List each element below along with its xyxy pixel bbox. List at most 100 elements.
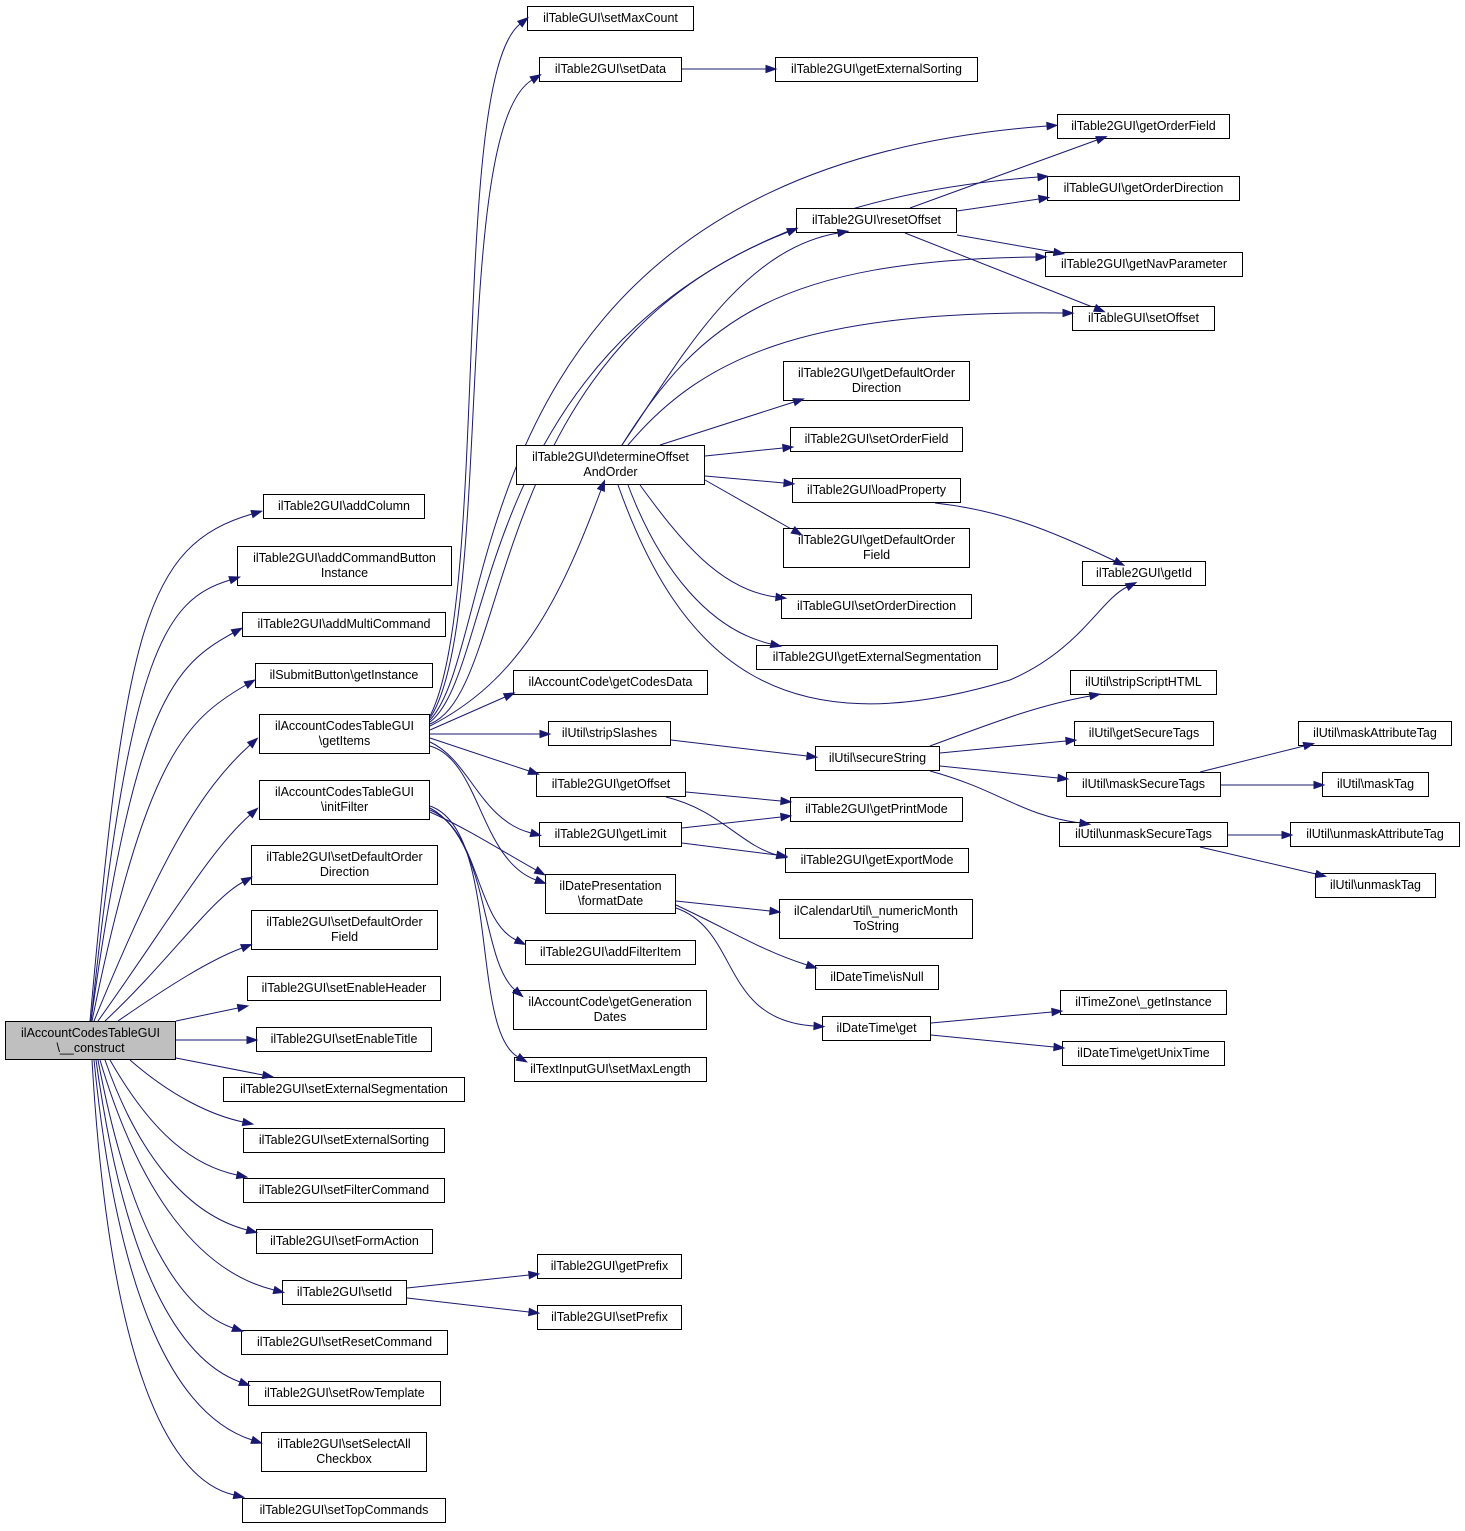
node-mask-attr-tag[interactable]: ilUtil\maskAttributeTag xyxy=(1298,721,1452,746)
node-label-line: ToString xyxy=(853,919,899,933)
node-get-limit[interactable]: ilTable2GUI\getLimit xyxy=(539,822,682,847)
node-label-line: ilTable2GUI\getLimit xyxy=(554,827,667,841)
edge-root-to-addColumn xyxy=(89,513,253,1022)
node-get-ext-seg[interactable]: ilTable2GUI\getExternalSegmentation xyxy=(756,645,998,670)
arrowhead-resetOffset-to-getOrderDir xyxy=(1037,194,1051,204)
edge-root-to-setResetCmd xyxy=(97,1059,234,1329)
node-label-line: ilTable2GUI\setExternalSorting xyxy=(258,1133,430,1147)
node-mask-sec-tags[interactable]: ilUtil\maskSecureTags xyxy=(1066,772,1221,797)
node-label-line: ilUtil\unmaskAttributeTag xyxy=(1306,827,1444,841)
node-label-line: \getItems xyxy=(318,734,371,748)
node-set-filter-cmd[interactable]: ilTable2GUI\setFilterCommand xyxy=(243,1178,445,1203)
edge-detOffset-to-setOrderDir xyxy=(639,484,777,598)
edge-root-to-setTopCmds xyxy=(91,1059,235,1496)
node-label-line: ilTableGUI\setOrderDirection xyxy=(796,599,957,613)
node-get-prefix[interactable]: ilTable2GUI\getPrefix xyxy=(537,1254,682,1279)
node-get-sec-tags[interactable]: ilUtil\getSecureTags xyxy=(1074,721,1214,746)
node-root[interactable]: ilAccountCodesTableGUI\__construct xyxy=(5,1021,176,1060)
edge-detOffset-to-setOffset xyxy=(627,312,1064,446)
node-get-unix-time[interactable]: ilDateTime\getUnixTime xyxy=(1062,1041,1225,1066)
node-label-line: ilTable2GUI\setPrefix xyxy=(551,1310,668,1324)
edge-root-to-setDefDir xyxy=(104,881,244,1022)
node-submit-get-inst[interactable]: ilSubmitButton\getInstance xyxy=(255,663,433,688)
node-label-line: ilTable2GUI\setData xyxy=(554,62,667,76)
node-get-order-field[interactable]: ilTable2GUI\getOrderField xyxy=(1057,114,1230,139)
arrowhead-root-to-setEnHeader xyxy=(236,1003,250,1013)
node-unmask-tag[interactable]: ilUtil\unmaskTag xyxy=(1315,873,1436,898)
node-tz-get-inst[interactable]: ilTimeZone\_getInstance xyxy=(1060,990,1227,1015)
node-is-null[interactable]: ilDateTime\isNull xyxy=(815,965,939,990)
node-set-en-title[interactable]: ilTable2GUI\setEnableTitle xyxy=(256,1027,432,1052)
node-set-max-len[interactable]: ilTextInputGUI\setMaxLength xyxy=(514,1057,707,1082)
edge-initFilter-to-getGenDates xyxy=(429,807,516,991)
node-get-ext-sort[interactable]: ilTable2GUI\getExternalSorting xyxy=(775,57,978,82)
node-label-line: ilDateTime\get xyxy=(836,1021,917,1035)
node-get-print-mode[interactable]: ilTable2GUI\getPrintMode xyxy=(790,797,963,822)
edge-root-to-setExtSeg xyxy=(175,1057,264,1076)
arrowhead-getItems-to-getOffset xyxy=(527,766,540,775)
node-add-filter-item[interactable]: ilTable2GUI\addFilterItem xyxy=(525,940,696,965)
edge-setId-to-setPrefix xyxy=(406,1297,530,1313)
node-load-prop[interactable]: ilTable2GUI\loadProperty xyxy=(792,478,961,503)
node-get-id[interactable]: ilTable2GUI\getId xyxy=(1082,561,1206,586)
node-add-multi[interactable]: ilTable2GUI\addMultiCommand xyxy=(242,612,446,637)
arrowhead-detOffset-to-setOffset xyxy=(1062,308,1075,318)
node-unmask-sec-tags[interactable]: ilUtil\unmaskSecureTags xyxy=(1059,822,1228,847)
node-label-line: Field xyxy=(862,548,891,562)
node-label-line: ilAccountCodesTableGUI xyxy=(275,719,414,733)
node-get-codes-data[interactable]: ilAccountCode\getCodesData xyxy=(513,670,708,695)
node-label-line: ilTable2GUI\setDefaultOrder xyxy=(266,915,423,929)
edge-resetOffset-to-setOffset xyxy=(904,232,1096,309)
node-get-order-dir[interactable]: ilTableGUI\getOrderDirection xyxy=(1047,176,1240,201)
node-reset-offset[interactable]: ilTable2GUI\resetOffset xyxy=(796,208,957,233)
node-set-order-dir[interactable]: ilTableGUI\setOrderDirection xyxy=(781,594,972,619)
node-dt-get[interactable]: ilDateTime\get xyxy=(822,1016,931,1041)
node-set-data[interactable]: ilTable2GUI\setData xyxy=(539,57,682,82)
node-set-order-field[interactable]: ilTable2GUI\setOrderField xyxy=(790,427,963,452)
node-get-offset[interactable]: ilTable2GUI\getOffset xyxy=(536,772,686,797)
node-label-line: ilUtil\stripScriptHTML xyxy=(1085,675,1202,689)
node-set-form-action[interactable]: ilTable2GUI\setFormAction xyxy=(256,1229,433,1254)
node-set-top-cmds[interactable]: ilTable2GUI\setTopCommands xyxy=(242,1498,446,1523)
node-label-line: AndOrder xyxy=(583,465,638,479)
node-label-line: ilCalendarUtil\_numericMonth xyxy=(794,904,958,918)
edge-root-to-setExtSort xyxy=(129,1059,244,1123)
arrowhead-getItems-to-detOffset xyxy=(596,479,606,493)
node-get-nav-param[interactable]: ilTable2GUI\getNavParameter xyxy=(1045,252,1243,277)
node-label-line: ilDateTime\isNull xyxy=(830,970,924,984)
node-set-prefix[interactable]: ilTable2GUI\setPrefix xyxy=(537,1305,682,1330)
node-get-export-mode[interactable]: ilTable2GUI\getExportMode xyxy=(785,848,969,873)
node-label-line: ilTable2GUI\getPrefix xyxy=(550,1259,669,1273)
node-set-en-header[interactable]: ilTable2GUI\setEnableHeader xyxy=(247,976,441,1001)
arrowhead-initFilter-to-addFilterItem xyxy=(513,935,527,946)
node-set-max-count[interactable]: ilTableGUI\setMaxCount xyxy=(527,6,694,31)
node-set-ext-sort[interactable]: ilTable2GUI\setExternalSorting xyxy=(243,1128,445,1153)
node-format-date[interactable]: ilDatePresentation\formatDate xyxy=(545,874,676,914)
node-add-column[interactable]: ilTable2GUI\addColumn xyxy=(263,494,425,519)
node-label-line: Dates xyxy=(593,1010,627,1024)
node-set-reset-cmd[interactable]: ilTable2GUI\setResetCommand xyxy=(241,1330,448,1355)
node-set-id[interactable]: ilTable2GUI\setId xyxy=(282,1280,407,1305)
edge-loadProp-to-getId xyxy=(934,502,1116,562)
arrowhead-formatDate-to-numMonth xyxy=(769,906,782,916)
node-unmask-attr-tag[interactable]: ilUtil\unmaskAttributeTag xyxy=(1290,822,1460,847)
node-label-line: ilTable2GUI\setSelectAll xyxy=(277,1437,411,1451)
node-set-ext-seg[interactable]: ilTable2GUI\setExternalSegmentation xyxy=(223,1077,465,1102)
node-label-line: ilTable2GUI\resetOffset xyxy=(812,213,941,227)
edge-detOffset-to-getNavParam xyxy=(621,256,1037,446)
arrowhead-getLimit-to-getPrintMode xyxy=(780,812,793,822)
node-strip-script[interactable]: ilUtil\stripScriptHTML xyxy=(1070,670,1217,695)
node-secure-string[interactable]: ilUtil\secureString xyxy=(815,746,940,771)
node-get-items[interactable]: ilAccountCodesTableGUI\getItems xyxy=(259,714,430,754)
node-set-row-tpl[interactable]: ilTable2GUI\setRowTemplate xyxy=(248,1381,441,1406)
node-init-filter[interactable]: ilAccountCodesTableGUI\initFilter xyxy=(259,780,430,820)
